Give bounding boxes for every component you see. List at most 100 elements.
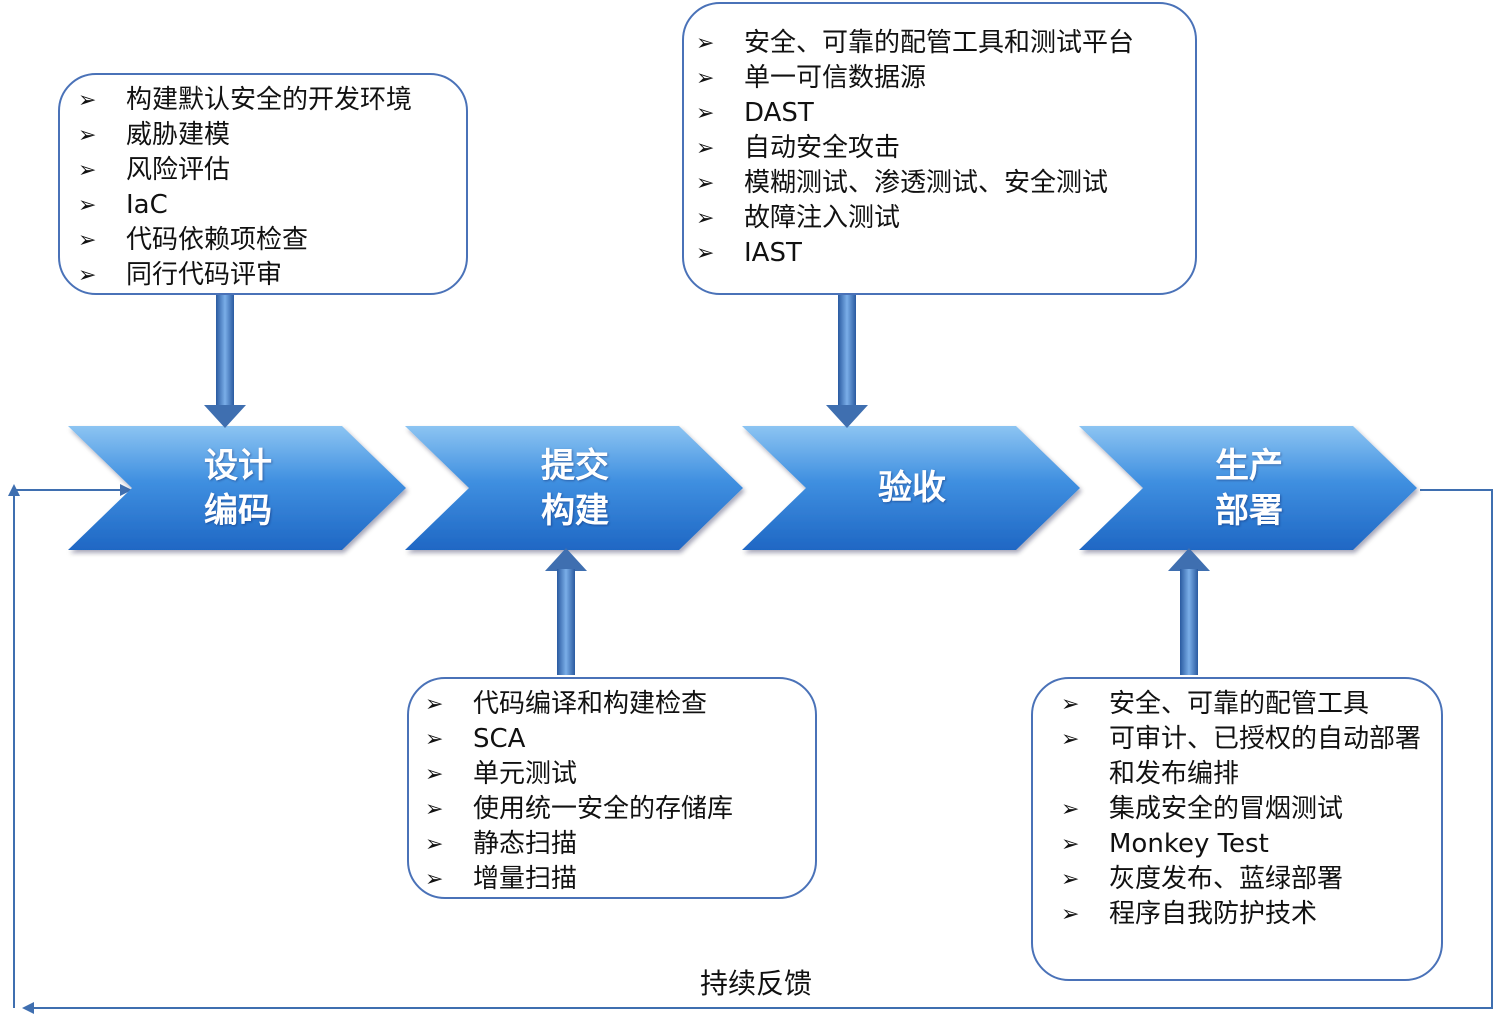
list-item-text: 静态扫描 [473, 829, 578, 859]
chevron-accept [742, 426, 1080, 550]
bullet-arrow-icon: ➢ [425, 797, 444, 822]
list-item: ➢ 构建默认安全的开发环境 [78, 83, 466, 118]
bullet-arrow-icon: ➢ [425, 692, 444, 717]
list-item-text: 灰度发布、蓝绿部署 [1109, 864, 1344, 894]
feedback-arrowhead-right [120, 484, 132, 496]
bullet-arrow-icon: ➢ [696, 66, 715, 91]
bullet-arrow-icon: ➢ [696, 136, 715, 161]
feedback-arrowhead-left [22, 1002, 34, 1014]
commit-practices-box: ➢代码编译和构建检查➢SCA➢单元测试➢使用统一安全的存储库➢静态扫描➢增量扫描 [407, 677, 817, 899]
list-item-text: SCA [473, 724, 526, 754]
list-item-text: 风险评估 [126, 155, 231, 185]
list-item-text: 威胁建模 [126, 120, 231, 150]
list-item: ➢ DAST [696, 96, 1195, 131]
list-item: ➢ IaC [78, 188, 466, 223]
list-item: ➢ IAST [696, 236, 1195, 271]
bullet-arrow-icon: ➢ [1061, 902, 1080, 927]
arrow-deploy-up [1168, 548, 1210, 675]
list-item: ➢ 使用统一安全的存储库 [425, 792, 815, 827]
list-item-text: 安全、可靠的配管工具和测试平台 [744, 28, 1135, 58]
deploy-practices-box: ➢安全、可靠的配管工具➢可审计、已授权的自动部署和发布编排➢集成安全的冒烟测试➢… [1031, 677, 1443, 981]
list-item-text: 模糊测试、渗透测试、安全测试 [744, 168, 1109, 198]
list-item: ➢ 灰度发布、蓝绿部署 [1061, 862, 1431, 897]
commit-practices-list: ➢代码编译和构建检查➢SCA➢单元测试➢使用统一安全的存储库➢静态扫描➢增量扫描 [425, 687, 815, 897]
design-practices-box: ➢ 构建默认安全的开发环境 ➢ 威胁建模 ➢ 风险评估 ➢ IaC ➢ 代码依赖项检查 ➢ 同行代码评… [58, 73, 468, 295]
list-item-text: 增量扫描 [473, 864, 578, 894]
feedback-loop [13, 489, 1493, 1009]
bullet-arrow-icon: ➢ [425, 762, 444, 787]
list-item: ➢ 同行代码评审 [78, 258, 466, 293]
acceptance-practices-box: ➢ 安全、可靠的配管工具和测试平台 ➢ 单一可信数据源 ➢ DAST ➢ 自动安全攻击 ➢ 模糊测… [682, 2, 1197, 295]
list-item-text: IAST [744, 238, 802, 268]
list-item: ➢ 模糊测试、渗透测试、安全测试 [696, 166, 1195, 201]
list-item-text: DAST [744, 98, 814, 128]
arrow-commit-up [545, 548, 587, 675]
bullet-arrow-icon: ➢ [78, 193, 97, 218]
list-item-text: 同行代码评审 [126, 260, 283, 290]
list-item-text: 安全、可靠的配管工具 [1109, 689, 1370, 719]
list-item-text: 可审计、已授权的自动部署和发布编排 [1109, 724, 1422, 789]
bullet-arrow-icon: ➢ [1061, 867, 1080, 892]
list-item: ➢ 静态扫描 [425, 827, 815, 862]
bullet-arrow-icon: ➢ [696, 171, 715, 196]
list-item: ➢ 自动安全攻击 [696, 131, 1195, 166]
list-item-text: 故障注入测试 [744, 203, 901, 233]
bullet-arrow-icon: ➢ [696, 206, 715, 231]
list-item: ➢代码编译和构建检查 [425, 687, 815, 722]
list-item: ➢ 可审计、已授权的自动部署和发布编排 [1061, 722, 1431, 792]
list-item: ➢ 故障注入测试 [696, 201, 1195, 236]
list-item: ➢ 威胁建模 [78, 118, 466, 153]
bullet-arrow-icon: ➢ [1061, 832, 1080, 857]
list-item: ➢ 安全、可靠的配管工具和测试平台 [696, 26, 1195, 61]
list-item: ➢ 单一可信数据源 [696, 61, 1195, 96]
feedback-label: 持续反馈 [700, 967, 813, 1000]
bullet-arrow-icon: ➢ [696, 241, 715, 266]
list-item: ➢ 增量扫描 [425, 862, 815, 897]
deploy-practices-list: ➢安全、可靠的配管工具➢可审计、已授权的自动部署和发布编排➢集成安全的冒烟测试➢… [1061, 687, 1431, 932]
bullet-arrow-icon: ➢ [1061, 727, 1080, 752]
feedback-line [30, 489, 1493, 1009]
list-item-text: 集成安全的冒烟测试 [1109, 794, 1344, 824]
list-item-text: 程序自我防护技术 [1109, 899, 1318, 929]
bullet-arrow-icon: ➢ [1061, 692, 1080, 717]
list-item: ➢ 风险评估 [78, 153, 466, 188]
chevron-design [68, 426, 406, 550]
list-item-text: 自动安全攻击 [744, 133, 901, 163]
bullet-arrow-icon: ➢ [425, 867, 444, 892]
list-item: ➢ 单元测试 [425, 757, 815, 792]
list-item: ➢ 代码依赖项检查 [78, 223, 466, 258]
bullet-arrow-icon: ➢ [78, 263, 97, 288]
list-item-text: 代码依赖项检查 [126, 225, 309, 255]
bullet-arrow-icon: ➢ [78, 158, 97, 183]
bullet-arrow-icon: ➢ [1061, 797, 1080, 822]
list-item-text: 单元测试 [473, 759, 578, 789]
stage-chevrons [68, 426, 1417, 550]
list-item: ➢ 安全、可靠的配管工具 [1061, 687, 1431, 722]
bullet-arrow-icon: ➢ [78, 88, 97, 113]
arrow-accept-down [826, 295, 868, 428]
bullet-arrow-icon: ➢ [425, 727, 444, 752]
chevron-deploy [1079, 426, 1417, 550]
stage-label-design: 设计 编码 [204, 446, 272, 531]
arrow-design-down [204, 295, 246, 428]
bullet-arrow-icon: ➢ [425, 832, 444, 857]
list-item-text: Monkey Test [1109, 829, 1269, 859]
list-item-text: 单一可信数据源 [744, 63, 927, 93]
list-item: ➢ SCA [425, 722, 815, 757]
list-item: ➢ 程序自我防护技术 [1061, 897, 1431, 932]
list-item-text: 构建默认安全的开发环境 [126, 85, 413, 115]
list-item-text: 使用统一安全的存储库 [473, 794, 734, 824]
connector-arrows [204, 295, 1210, 675]
stage-label-commit: 提交 构建 [541, 446, 609, 531]
acceptance-practices-list: ➢ 安全、可靠的配管工具和测试平台 ➢ 单一可信数据源 ➢ DAST ➢ 自动安全攻击 ➢ 模糊测… [696, 26, 1195, 271]
bullet-arrow-icon: ➢ [78, 228, 97, 253]
stage-label-accept: 验收 [878, 468, 946, 508]
bullet-arrow-icon: ➢ [78, 123, 97, 148]
list-item-text: IaC [126, 190, 168, 220]
list-item: ➢ Monkey Test [1061, 827, 1431, 862]
chevron-commit [405, 426, 743, 550]
bullet-arrow-icon: ➢ [696, 31, 715, 56]
bullet-arrow-icon: ➢ [696, 101, 715, 126]
stage-label-deploy: 生产 部署 [1215, 446, 1283, 531]
